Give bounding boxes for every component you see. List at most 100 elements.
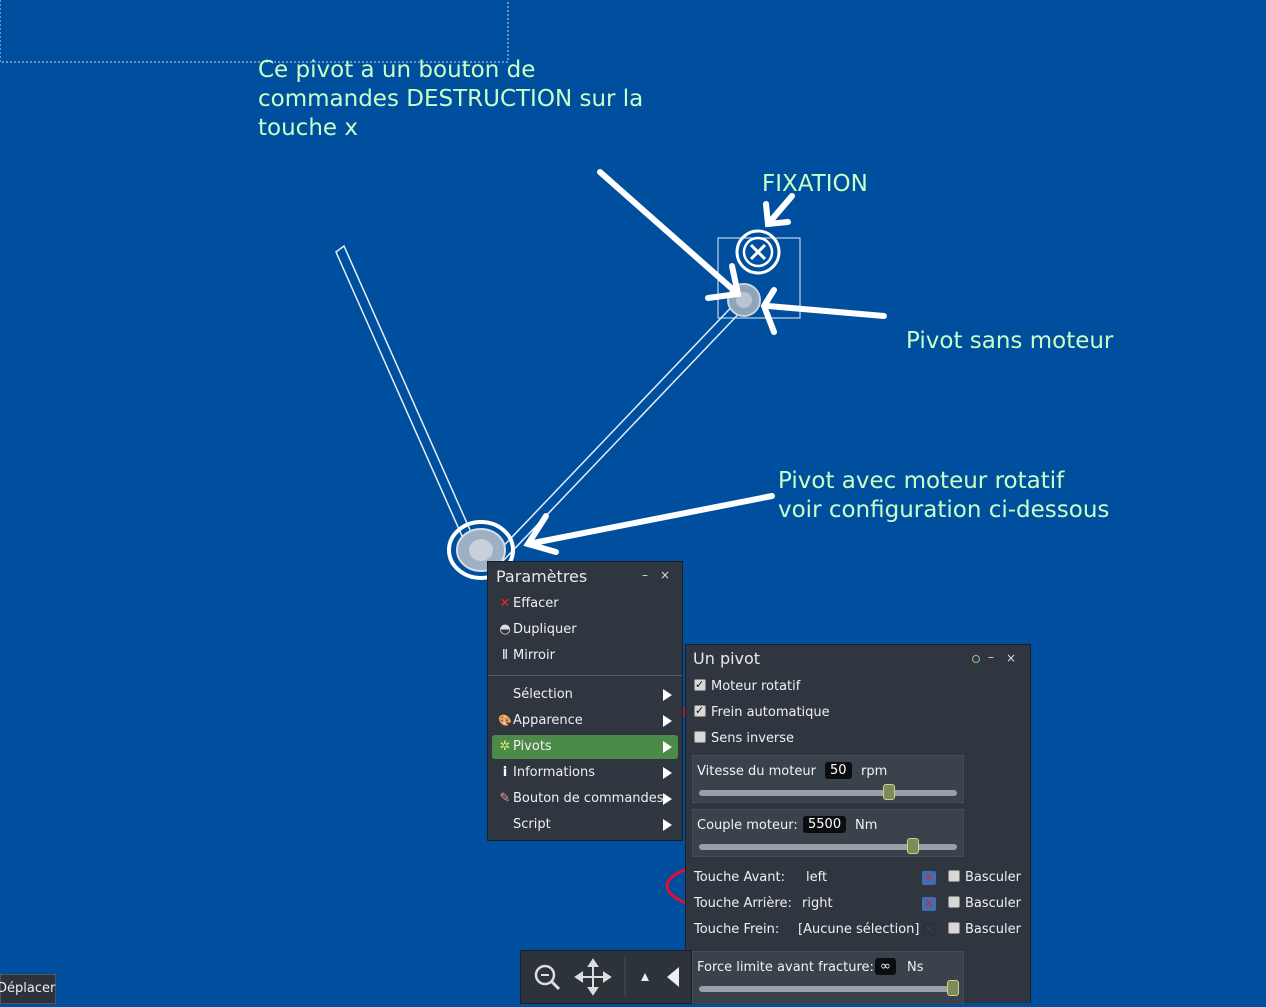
touche-frein-row: Touche Frein: [Aucune sélection] ✕ Bascu… <box>694 920 1024 940</box>
status-label: Déplacer <box>0 981 56 996</box>
submenu-arrow-icon <box>663 767 672 779</box>
vitesse-input[interactable]: 50 <box>825 762 852 779</box>
menu-item-mirroir[interactable]: ⫴ Mirroir <box>492 644 678 668</box>
deplacer-status[interactable]: Déplacer <box>0 974 56 1004</box>
menu-item-label: Bouton de commandes <box>513 791 664 806</box>
command-button-icon: ✎ <box>499 791 511 806</box>
info-icon: i <box>502 765 508 780</box>
zoom-icon[interactable] <box>534 964 561 991</box>
menu-item-label: Dupliquer <box>513 622 577 637</box>
menu-item-dupliquer[interactable]: ◓ Dupliquer <box>492 618 678 642</box>
params-menu-title: Paramètres <box>496 567 588 586</box>
selection-rectangle <box>0 0 509 63</box>
menu-item-label: Script <box>513 817 551 832</box>
menu-item-label: Mirroir <box>513 648 555 663</box>
frein-automatique-checkbox[interactable]: Frein automatique <box>694 701 830 723</box>
force-limite-group: Force limite avant fracture: ∞ Ns <box>692 951 964 1004</box>
couple-moteur-group: Couple moteur: 5500 Nm <box>692 809 964 857</box>
annotation-pivot-avec-moteur: Pivot avec moteur rotatif voir configura… <box>778 468 1110 523</box>
force-slider-handle[interactable] <box>947 980 959 996</box>
checkbox-label: Basculer <box>965 870 1021 885</box>
touche-frein-label: Touche Frein: <box>694 922 780 937</box>
checkbox-label: Frein automatique <box>711 705 830 720</box>
menu-separator <box>488 675 682 676</box>
params-menu-minimize-button[interactable]: – <box>642 568 648 582</box>
toolbar-icons <box>534 957 679 997</box>
submenu-arrow-icon <box>663 819 672 831</box>
delete-icon: ✕ <box>499 596 511 611</box>
submenu-arrow-icon <box>663 715 672 727</box>
couple-label: Couple moteur: <box>697 818 798 833</box>
submenu-arrow-icon <box>663 689 672 701</box>
pivot-avec-moteur-icon[interactable] <box>447 520 515 580</box>
pivot-panel: Un pivot – × Moteur rotatif Frein automa… <box>685 644 1031 1004</box>
pivot-panel-close-button[interactable]: × <box>1006 651 1017 665</box>
expand-up-icon[interactable] <box>641 973 649 981</box>
menu-item-pivots[interactable]: ✲ Pivots <box>492 735 678 759</box>
back-arrow-icon[interactable] <box>667 967 679 987</box>
couple-slider-handle[interactable] <box>907 838 920 854</box>
touche-arriere-label: Touche Arrière: <box>694 896 792 911</box>
checkbox-label: Basculer <box>965 896 1021 911</box>
vitesse-slider-handle[interactable] <box>882 784 895 800</box>
bottom-toolbar <box>520 950 692 1004</box>
couple-input[interactable]: 5500 <box>803 816 847 833</box>
basculer-avant-checkbox[interactable]: Basculer <box>948 868 1021 888</box>
pivot-panel-title: Un pivot <box>693 649 761 668</box>
pin-icon[interactable] <box>972 655 980 663</box>
checkbox-label: Moteur rotatif <box>711 679 801 694</box>
vitesse-unit: rpm <box>861 764 888 779</box>
clear-key-icon[interactable]: ✕ <box>922 897 936 911</box>
menu-item-script[interactable]: Script <box>492 813 678 837</box>
fixation-icon[interactable] <box>735 229 781 275</box>
checkbox-unchecked-icon <box>948 896 960 908</box>
moteur-rotatif-checkbox[interactable]: Moteur rotatif <box>694 675 801 697</box>
sens-inverse-checkbox[interactable]: Sens inverse <box>694 729 794 749</box>
menu-item-label: Apparence <box>513 713 583 728</box>
pivot-panel-minimize-button[interactable]: – <box>988 650 994 664</box>
touche-frein-value[interactable]: [Aucune sélection] <box>798 922 920 937</box>
menu-item-label: Effacer <box>513 596 559 611</box>
annotation-fixation: FIXATION <box>762 171 868 197</box>
couple-slider[interactable] <box>699 844 957 850</box>
menu-item-label: Sélection <box>513 687 573 702</box>
force-slider[interactable] <box>699 986 957 992</box>
menu-item-informations[interactable]: i Informations <box>492 761 678 785</box>
touche-arriere-value[interactable]: right <box>802 896 833 911</box>
annotation-destruction: Ce pivot a un bouton de commandes DESTRU… <box>258 57 644 141</box>
pivot-icon: ✲ <box>499 739 511 754</box>
touche-avant-value[interactable]: left <box>806 870 828 885</box>
vitesse-slider[interactable] <box>699 790 957 796</box>
basculer-arriere-checkbox[interactable]: Basculer <box>948 894 1021 914</box>
submenu-arrow-icon <box>663 741 672 753</box>
menu-item-apparence[interactable]: 🎨 Apparence <box>492 709 678 733</box>
force-unit: Ns <box>907 960 924 975</box>
force-label: Force limite avant fracture: <box>697 960 874 975</box>
touche-avant-label: Touche Avant: <box>694 870 785 885</box>
checkbox-label: Sens inverse <box>711 731 795 746</box>
force-input[interactable]: ∞ <box>875 958 896 975</box>
left-bar[interactable] <box>335 244 479 556</box>
clear-key-icon[interactable]: ✕ <box>922 923 936 937</box>
basculer-frein-checkbox[interactable]: Basculer <box>948 920 1021 940</box>
params-menu-close-button[interactable]: × <box>660 568 671 582</box>
vitesse-moteur-group: Vitesse du moteur 50 rpm <box>692 755 964 803</box>
annotation-arrows <box>523 169 887 555</box>
touche-arriere-row: Touche Arrière: right ✕ Basculer <box>694 894 1024 914</box>
menu-item-bouton-de-commandes[interactable]: ✎ Bouton de commandes <box>492 787 678 811</box>
clear-key-icon[interactable]: ✕ <box>922 871 936 885</box>
duplicate-icon: ◓ <box>499 622 511 637</box>
checkbox-unchecked-icon <box>948 870 960 882</box>
menu-item-effacer[interactable]: ✕ Effacer <box>492 592 678 616</box>
checkbox-unchecked-icon <box>948 922 960 934</box>
menu-item-selection[interactable]: Sélection <box>492 683 678 707</box>
checkbox-label: Basculer <box>965 922 1021 937</box>
palette-icon: 🎨 <box>498 714 512 727</box>
vitesse-label: Vitesse du moteur <box>697 764 816 779</box>
move-icon[interactable] <box>574 958 612 996</box>
checkbox-unchecked-icon <box>694 731 706 743</box>
menu-item-label: Pivots <box>513 739 552 754</box>
annotation-pivot-sans-moteur: Pivot sans moteur <box>906 328 1114 354</box>
touche-avant-row: Touche Avant: left ✕ Basculer <box>694 868 1024 888</box>
checkbox-checked-icon <box>694 675 706 695</box>
